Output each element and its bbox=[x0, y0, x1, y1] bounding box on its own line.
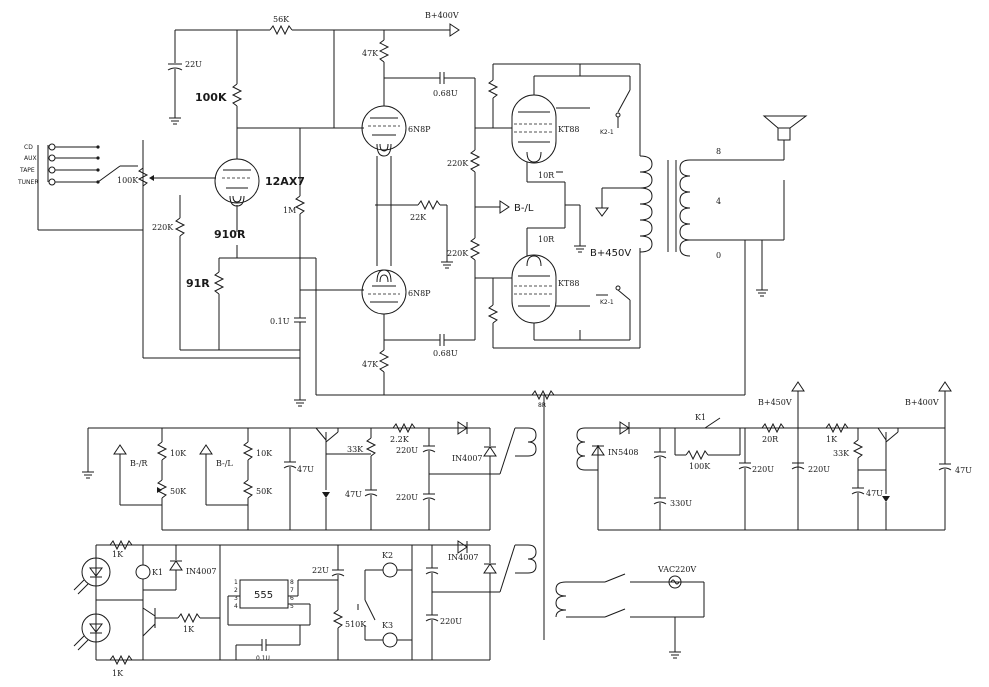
label-220u-e: 220U bbox=[440, 617, 462, 626]
label-1k-a: 1K bbox=[826, 435, 838, 444]
label-10k-a: 10K bbox=[170, 449, 187, 458]
optocoupler-icon bbox=[73, 613, 111, 651]
label-01u: 0.1U bbox=[270, 317, 290, 326]
label-56k: 56K bbox=[273, 15, 290, 24]
label-330u: 330U bbox=[670, 499, 692, 508]
label-22u-b: 22U bbox=[312, 566, 329, 575]
label-b400-top: B+400V bbox=[425, 11, 459, 20]
label-8r: 8R bbox=[538, 402, 546, 409]
label-50k-b: 50K bbox=[256, 487, 273, 496]
label-k1: K1 bbox=[695, 413, 706, 422]
label-47u-c: 47U bbox=[866, 489, 883, 498]
label-1k-d: 1K bbox=[112, 669, 124, 678]
label-91r: 91R bbox=[186, 277, 210, 290]
svg-text:8: 8 bbox=[290, 579, 294, 586]
label-tube-12ax7: 12AX7 bbox=[265, 175, 305, 188]
svg-text:1: 1 bbox=[234, 579, 238, 586]
label-068u-bot: 0.68U bbox=[433, 349, 458, 358]
label-220u-c: 220U bbox=[752, 465, 774, 474]
label-k2: K2 bbox=[382, 551, 393, 560]
label-in4007-a: IN4007 bbox=[452, 454, 483, 463]
label-in4007-b: IN4007 bbox=[186, 567, 217, 576]
svg-text:6: 6 bbox=[290, 595, 294, 602]
speaker-icon bbox=[762, 115, 808, 141]
output-stage: 220K 220K B-/L KT88 K2-1 10R bbox=[447, 63, 641, 409]
label-220k-left: 220K bbox=[152, 223, 174, 232]
label-33k-b: 33K bbox=[833, 449, 850, 458]
label-220u-a: 220U bbox=[396, 446, 418, 455]
input-label-cd: CD bbox=[24, 144, 33, 151]
label-bl-center: B-/L bbox=[514, 203, 534, 214]
label-100k-psu: 100K bbox=[689, 462, 711, 471]
label-bml: B-/L bbox=[216, 459, 233, 468]
label-220k-top: 220K bbox=[447, 159, 469, 168]
label-in4007-c: IN4007 bbox=[448, 553, 479, 562]
label-22k: 22K bbox=[410, 213, 427, 222]
label-tap-4: 4 bbox=[716, 197, 721, 206]
label-510k: 510K bbox=[345, 620, 367, 629]
label-2-2k: 2.2K bbox=[390, 435, 410, 444]
svg-text:7: 7 bbox=[290, 587, 294, 594]
label-47u-b: 47U bbox=[345, 490, 362, 499]
input-label-tuner: TUNER bbox=[17, 179, 39, 186]
label-47k-bot: 47K bbox=[362, 360, 379, 369]
label-vol-100k: 100K bbox=[117, 176, 139, 185]
label-k3: K3 bbox=[382, 621, 393, 630]
label-b400-right: B+400V bbox=[905, 398, 939, 407]
label-01u-b: 0.1U bbox=[256, 655, 270, 662]
label-1m: 1M bbox=[283, 206, 296, 215]
mains-input: VAC220V bbox=[555, 565, 705, 659]
input-label-tape: TAPE bbox=[19, 167, 35, 174]
label-10r-bot: 10R bbox=[538, 235, 555, 244]
label-relay-k2-top: K2-1 bbox=[600, 129, 614, 136]
label-068u-top: 0.68U bbox=[433, 89, 458, 98]
label-b450-right: B+450V bbox=[758, 398, 792, 407]
label-47k-top: 47K bbox=[362, 49, 379, 58]
bias-supply: B-/R 10K 50K B-/L 10K 50K 47U bbox=[82, 421, 537, 531]
label-bmr: B-/R bbox=[130, 459, 148, 468]
label-ic-555: 555 bbox=[254, 590, 273, 601]
input-label-aux: AUX bbox=[24, 155, 37, 162]
svg-text:3: 3 bbox=[234, 595, 238, 602]
label-910r: 910R bbox=[214, 228, 246, 241]
label-b450-center: B+450V bbox=[590, 248, 631, 259]
phase-splitter: 6N8P 47K 0.68U 1M 0.1U bbox=[270, 30, 475, 407]
label-tap-0: 0 bbox=[716, 251, 721, 260]
label-plate-100k: 100K bbox=[195, 91, 227, 104]
protection-circuit: 1K 1K K1 IN4007 bbox=[73, 539, 537, 678]
svg-text:2: 2 bbox=[234, 587, 238, 594]
label-22u-top: 22U bbox=[185, 60, 202, 69]
label-relay-k2-bot: K2-1 bbox=[600, 299, 614, 306]
label-220u-b: 220U bbox=[396, 493, 418, 502]
input-selector: CD AUX TAPE TUNER bbox=[17, 143, 143, 231]
label-47u-a: 47U bbox=[297, 465, 314, 474]
label-k1-b: K1 bbox=[152, 568, 163, 577]
label-33k-a: 33K bbox=[347, 445, 364, 454]
svg-text:5: 5 bbox=[290, 603, 294, 610]
label-kt88-bot: KT88 bbox=[558, 279, 580, 288]
hv-supply: IN5408 330U 100K K1 20R 220U B+450V 2 bbox=[543, 381, 972, 640]
label-220u-d: 220U bbox=[808, 465, 830, 474]
label-vac: VAC220V bbox=[657, 565, 696, 574]
label-in5408: IN5408 bbox=[608, 448, 639, 457]
label-kt88-top: KT88 bbox=[558, 125, 580, 134]
preamp-stage: 100K 12AX7 100K 910R 91R 220K bbox=[117, 30, 745, 396]
label-10k-b: 10K bbox=[256, 449, 273, 458]
label-1k-c: 1K bbox=[183, 625, 195, 634]
label-10r-top: 10R bbox=[538, 171, 555, 180]
svg-text:4: 4 bbox=[234, 603, 238, 610]
label-20r: 20R bbox=[762, 435, 779, 444]
output-transformer: 8 4 0 bbox=[595, 115, 808, 395]
optocoupler-icon bbox=[73, 557, 111, 595]
label-220k-bot: 220K bbox=[447, 249, 469, 258]
label-6n8p-bot: 6N8P bbox=[408, 289, 431, 298]
label-50k-a: 50K bbox=[170, 487, 187, 496]
label-tap-8: 8 bbox=[716, 147, 721, 156]
label-47u-d: 47U bbox=[955, 466, 972, 475]
label-1k-b: 1K bbox=[112, 550, 124, 559]
top-supply: 56K B+400V 22U bbox=[167, 11, 460, 129]
label-6n8p-top: 6N8P bbox=[408, 125, 431, 134]
